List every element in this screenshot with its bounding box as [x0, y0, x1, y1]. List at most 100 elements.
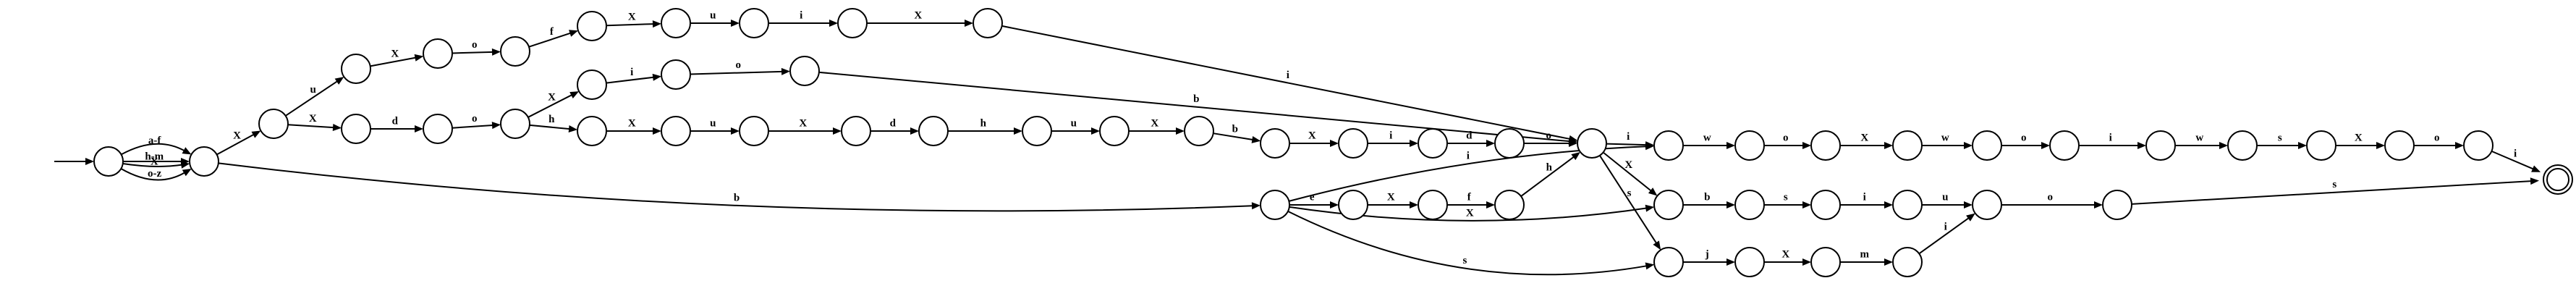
state: [1653, 247, 1684, 277]
state-layer: [93, 8, 2573, 277]
transition-arrowhead: [731, 20, 740, 27]
state: [918, 116, 949, 146]
transition-label: u: [1942, 191, 1948, 203]
transition-arrowhead: [332, 124, 342, 132]
state: [789, 56, 820, 86]
transition-arrowhead: [251, 130, 261, 138]
state: [1734, 130, 1765, 161]
state: [1494, 128, 1525, 159]
transition-arrowhead: [965, 20, 973, 27]
transition-edge: [218, 162, 1253, 212]
transition-label: s: [1462, 255, 1467, 266]
transition-arrowhead: [1648, 188, 1658, 196]
transition-label: o: [736, 59, 742, 71]
state: [423, 38, 453, 69]
transition-label: X: [391, 48, 399, 59]
state: [1734, 190, 1765, 220]
transition-label: w: [1703, 132, 1711, 143]
transition-label: b: [1193, 93, 1199, 105]
transition-arrowhead: [833, 127, 842, 135]
transition-arrowhead: [2094, 201, 2103, 209]
transition-label: i: [1627, 131, 1630, 143]
state: [1892, 190, 1923, 220]
transition-edge: [528, 94, 572, 118]
transition-arrowhead: [1486, 201, 1495, 209]
transition-arrowhead: [569, 30, 579, 37]
state: [661, 59, 691, 90]
transition-label: d: [392, 115, 399, 127]
transition-label: X: [233, 130, 241, 142]
transition-arrowhead: [652, 73, 662, 81]
state: [1810, 130, 1841, 161]
transition-arrowhead: [1014, 127, 1022, 135]
transition-label: b: [1704, 191, 1710, 203]
transition-arrowhead: [1410, 140, 1418, 147]
transition-label: j: [1705, 248, 1709, 260]
transition-arrowhead: [1802, 201, 1811, 209]
transition-arrowhead: [1571, 151, 1580, 161]
transition-arrowhead: [2531, 165, 2541, 172]
transition-label: i: [1389, 130, 1392, 141]
transition-label: X: [2355, 132, 2363, 143]
transition-label: u: [710, 117, 716, 129]
transition-label: X: [799, 117, 807, 129]
transition-label: X: [628, 117, 636, 129]
transition-label: X: [1624, 159, 1632, 171]
transition-label: o: [2434, 132, 2440, 143]
transition-edge: [122, 163, 182, 167]
transition-arrowhead: [491, 48, 501, 56]
transition-label: i: [1467, 151, 1470, 162]
transition-label: o: [2021, 132, 2027, 143]
transition-label: o: [2048, 191, 2054, 203]
transition-label: h: [548, 114, 555, 125]
state: [2049, 130, 2080, 161]
transition-label: h: [980, 117, 987, 129]
transition-label: X: [1387, 191, 1395, 203]
state: [837, 8, 868, 38]
state: [2145, 130, 2176, 161]
transition-edge: [287, 124, 334, 129]
transition-label: o: [472, 39, 478, 51]
transition-label: u: [710, 9, 716, 21]
transition-edge: [1213, 132, 1253, 141]
state: [973, 8, 1003, 38]
state: [500, 109, 530, 139]
transition-label: X: [1308, 130, 1316, 141]
transition-edge: [2131, 180, 2532, 205]
transition-arrowhead: [1330, 140, 1339, 147]
state: [1810, 247, 1841, 277]
transition-arrowhead: [1802, 142, 1811, 149]
transition-arrowhead: [1645, 262, 1655, 270]
state: [423, 114, 453, 144]
transition-label: h-m: [145, 151, 164, 162]
transition-label: i: [1287, 70, 1289, 81]
transition-label: s: [1784, 191, 1788, 203]
transition-label: X: [628, 12, 636, 23]
state: [1577, 128, 1607, 159]
state: [1099, 116, 1130, 146]
transition-label: a-f: [148, 135, 161, 146]
transition-edge: [452, 51, 493, 54]
transition-arrowhead: [2298, 142, 2307, 149]
state: [1892, 130, 1923, 161]
state: [1260, 190, 1290, 220]
transition-arrowhead: [1569, 140, 1577, 147]
transition-arrowhead: [1726, 142, 1735, 149]
state: [1653, 190, 1684, 220]
transition-arrowhead: [653, 127, 661, 135]
transition-arrowhead: [2219, 142, 2228, 149]
transition-edge: [529, 124, 570, 130]
transition-edge: [1520, 156, 1575, 197]
transition-edge: [285, 80, 338, 117]
transition-arrowhead: [1802, 258, 1811, 266]
transition-label: i: [2109, 132, 2112, 143]
transition-label: X: [1781, 248, 1789, 260]
transition-label: X: [1860, 132, 1868, 143]
transition-label: h: [1546, 162, 1553, 174]
state: [189, 146, 219, 177]
state: [2102, 190, 2132, 220]
state: [577, 70, 607, 100]
state: [577, 11, 607, 41]
transition-arrowhead: [1176, 127, 1185, 135]
transition-arrowhead: [1726, 201, 1735, 209]
